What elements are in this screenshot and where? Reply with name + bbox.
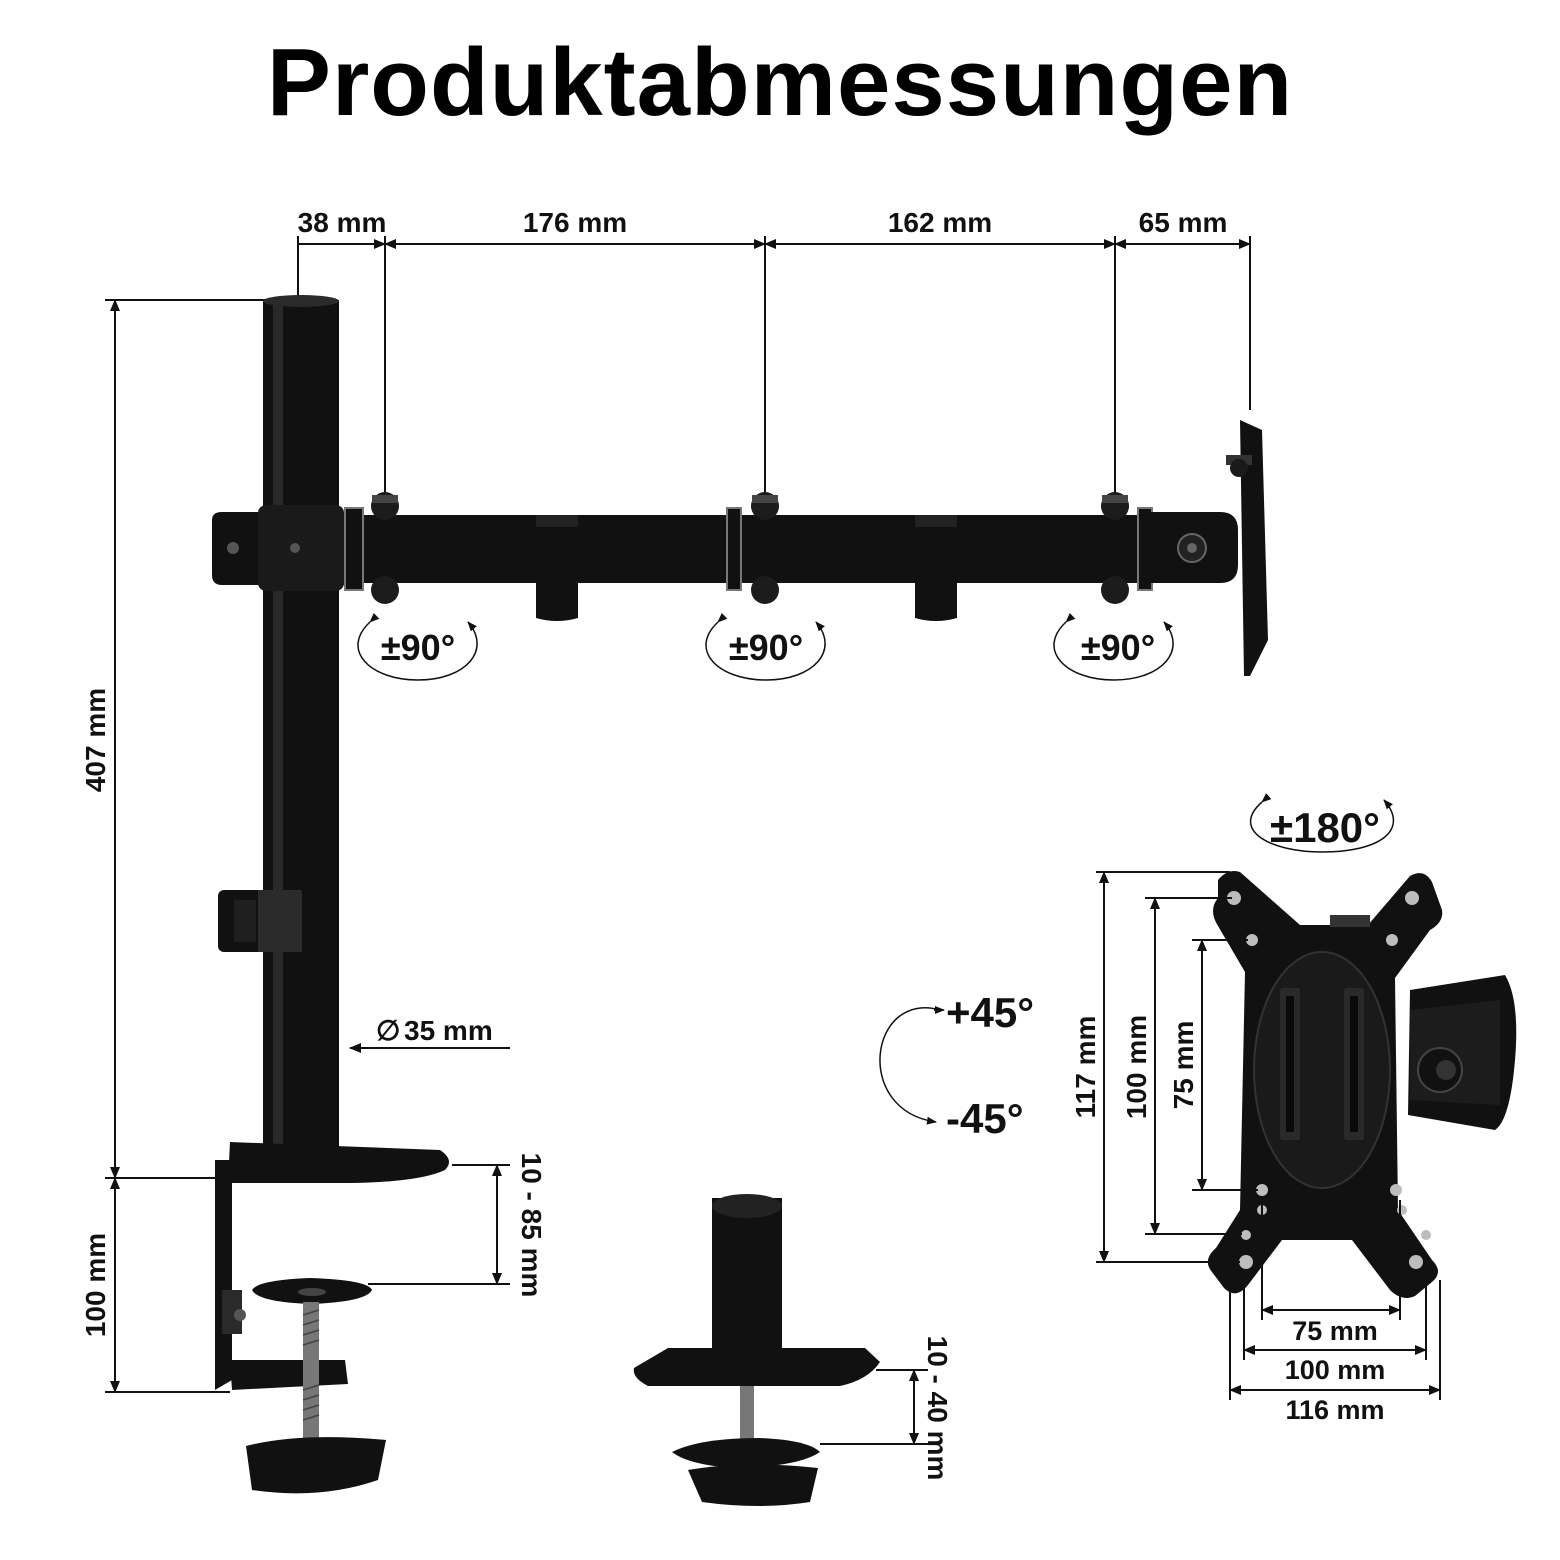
page-title: Produktabmessungen (266, 29, 1294, 136)
joint-3 (1101, 492, 1153, 604)
top-dimensions (297, 236, 1251, 495)
vesa-plate (1207, 871, 1517, 1298)
dim-vesa-117mm: 117 mm (1070, 1016, 1101, 1119)
pole-collar (212, 505, 350, 591)
dim-65mm: 65 mm (1139, 207, 1228, 238)
dim-vesa-75mm-horizontal: 75 mm (1292, 1316, 1378, 1346)
grommet-mount (633, 1194, 880, 1506)
dim-vesa-75mm-vertical: 75 mm (1168, 1021, 1199, 1110)
cable-clip (218, 890, 330, 952)
diameter-symbol: ∅ (376, 1015, 400, 1046)
tilt-down-angle: -45° (946, 1095, 1024, 1142)
rotation-arc (1249, 793, 1395, 853)
arm-segment-1 (345, 515, 765, 621)
tilt-up-angle: +45° (946, 989, 1034, 1036)
grommet-range-dimension (820, 1369, 928, 1445)
swivel-arcs (357, 612, 1174, 681)
dim-grommet-range: 10 - 40 mm (922, 1336, 953, 1481)
arm-segment-2 (725, 515, 1145, 621)
dim-162mm: 162 mm (888, 207, 992, 238)
dim-vesa-100mm-horizontal: 100 mm (1285, 1355, 1386, 1385)
dim-clamp-100mm: 100 mm (80, 1233, 111, 1337)
tilt-arc (879, 1006, 945, 1125)
swivel-angle-3: ±90° (1081, 627, 1155, 668)
monitor-head-side (1150, 420, 1268, 676)
swivel-angle-2: ±90° (729, 627, 803, 668)
dim-vesa-116mm: 116 mm (1285, 1395, 1384, 1425)
joint-1 (344, 492, 399, 604)
vesa-horizontal-dimensions (1229, 1200, 1441, 1400)
vesa-vertical-dimensions (1096, 871, 1258, 1263)
dim-35mm: 35 mm (404, 1015, 493, 1046)
dim-407mm: 407 mm (80, 688, 111, 792)
dim-clamp-range: 10 - 85 mm (516, 1153, 547, 1298)
pole (263, 295, 339, 1155)
dim-176mm: 176 mm (523, 207, 627, 238)
clamp-range-dimension (368, 1164, 510, 1285)
swivel-angle-1: ±90° (381, 627, 455, 668)
c-clamp (215, 1142, 449, 1494)
rotation-angle: ±180° (1270, 804, 1380, 851)
joint-2 (726, 492, 779, 604)
dim-vesa-100mm-vertical: 100 mm (1121, 1015, 1152, 1119)
dim-38mm: 38 mm (298, 207, 387, 238)
